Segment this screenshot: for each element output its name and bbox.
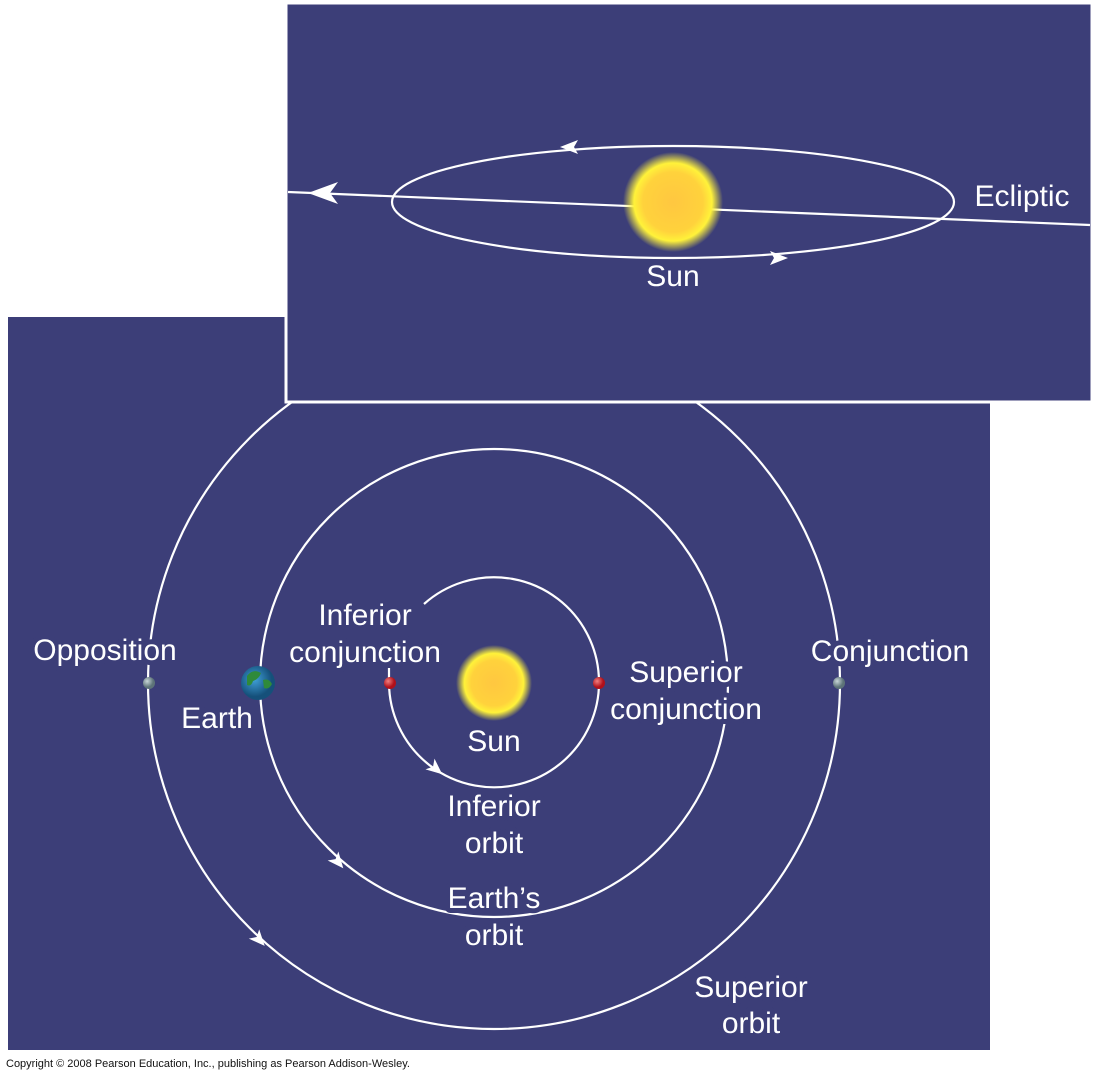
sun-label: Sun: [467, 725, 520, 758]
arrow-icon: [425, 758, 443, 775]
arrow-icon: [248, 929, 265, 946]
inset-sun-label: Sun: [646, 260, 699, 293]
arrow-icon: [770, 251, 788, 265]
earth-label: Earth: [181, 702, 253, 735]
superior-orbit-label-2: orbit: [722, 1007, 781, 1040]
earths-orbit-label-2: orbit: [465, 919, 524, 952]
ecliptic-label: Ecliptic: [974, 180, 1069, 213]
inferior-orbit-label-1: Inferior: [447, 790, 540, 823]
conjunction-label: Conjunction: [811, 635, 969, 668]
orbit-arrows: [248, 758, 443, 946]
earth-continents: [247, 671, 272, 689]
inset-orbit: [390, 144, 956, 260]
inferior-orbit: [387, 576, 601, 789]
inferior-orbit-label-2: orbit: [465, 827, 524, 860]
superior-conjunction-label-1: Superior: [629, 656, 742, 689]
opposition-label: Opposition: [33, 634, 176, 667]
ecliptic-arrow-icon: [308, 182, 338, 204]
arrow-icon: [560, 140, 578, 154]
superior-conjunction-label-2: conjunction: [610, 693, 762, 726]
copyright: Copyright © 2008 Pearson Education, Inc.…: [6, 1058, 410, 1070]
inferior-conjunction-label-1: Inferior: [318, 599, 411, 632]
inferior-conjunction-planet: [384, 677, 396, 689]
earths-orbit-label-1: Earth’s: [448, 882, 541, 915]
opposition-planet: [143, 677, 155, 689]
arrow-icon: [327, 851, 344, 869]
superior-orbit-label-1: Superior: [694, 971, 807, 1004]
conjunction-planet: [833, 677, 845, 689]
sun-glow: [456, 645, 532, 721]
inferior-conjunction-label-2: conjunction: [289, 636, 441, 669]
inset-sun: [623, 152, 723, 252]
superior-conjunction-planet: [593, 677, 605, 689]
